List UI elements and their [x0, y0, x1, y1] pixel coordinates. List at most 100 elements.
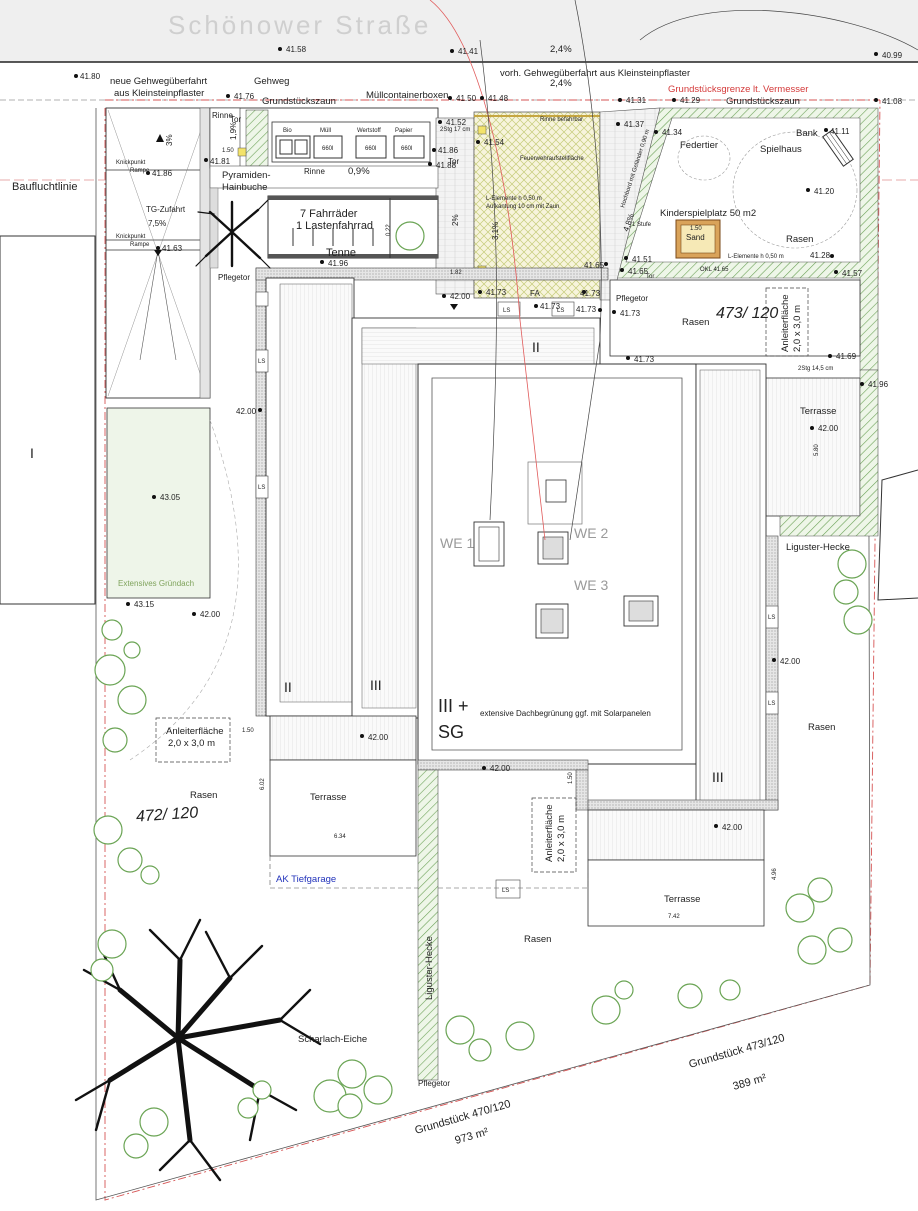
svg-text:4.96: 4.96 — [772, 868, 778, 880]
svg-text:1,9%: 1,9% — [229, 122, 238, 140]
svg-text:Aufkantung 10 cm mit Zaun: Aufkantung 10 cm mit Zaun — [486, 204, 559, 210]
svg-text:41.73: 41.73 — [580, 289, 601, 298]
svg-text:41.81: 41.81 — [210, 157, 231, 166]
svg-text:Scharlach-Eiche: Scharlach-Eiche — [298, 1034, 367, 1045]
svg-text:41.28: 41.28 — [810, 251, 831, 260]
svg-text:Müllcontainerboxen: Müllcontainerboxen — [366, 90, 448, 101]
tree-hornbeam-icon — [195, 199, 271, 269]
svg-text:41.65: 41.65 — [628, 267, 649, 276]
svg-text:1.50: 1.50 — [222, 148, 234, 154]
svg-text:7 Fahrräder: 7 Fahrräder — [300, 208, 358, 220]
svg-text:Terrasse: Terrasse — [800, 406, 836, 417]
svg-text:2Stg 17 cm: 2Stg 17 cm — [440, 127, 470, 133]
svg-text:41.31: 41.31 — [626, 96, 647, 105]
green-roof-label: Extensives Gründach — [118, 579, 194, 588]
svg-text:41.96: 41.96 — [868, 380, 889, 389]
svg-text:AK Tiefgarage: AK Tiefgarage — [276, 874, 336, 885]
svg-text:Papier: Papier — [395, 128, 412, 134]
svg-text:41.58: 41.58 — [286, 45, 307, 54]
svg-text:41.11: 41.11 — [830, 127, 850, 136]
svg-text:II: II — [532, 339, 540, 355]
svg-text:41.73: 41.73 — [620, 309, 641, 318]
svg-text:41.48: 41.48 — [488, 94, 509, 103]
svg-text:41.63: 41.63 — [162, 244, 183, 253]
svg-text:41.20: 41.20 — [814, 187, 835, 196]
svg-text:660l: 660l — [322, 146, 333, 152]
svg-text:7.42: 7.42 — [668, 914, 680, 920]
svg-text:vorh. Gehwegüberfahrt aus Klei: vorh. Gehwegüberfahrt aus Kleinsteinpfla… — [500, 68, 690, 79]
svg-text:Anleiterfläche: Anleiterfläche — [544, 804, 555, 862]
svg-text:2,0 x 3,0 m: 2,0 x 3,0 m — [556, 815, 567, 862]
terrace-bottom — [587, 809, 765, 861]
svg-text:1.50: 1.50 — [568, 772, 574, 784]
svg-text:OKL 41.65: OKL 41.65 — [700, 267, 729, 273]
neighbour-left-floors: I — [30, 445, 34, 461]
svg-text:2,0 x 3,0 m: 2,0 x 3,0 m — [792, 305, 803, 352]
svg-text:41.51: 41.51 — [632, 255, 653, 264]
svg-text:II: II — [284, 679, 292, 695]
svg-text:3%: 3% — [165, 134, 174, 146]
svg-text:6.34: 6.34 — [334, 834, 346, 840]
svg-text:WE 3: WE 3 — [574, 577, 608, 593]
arrow-icon — [450, 304, 458, 310]
svg-text:Sand: Sand — [686, 233, 705, 242]
svg-text:41.80: 41.80 — [80, 72, 101, 81]
svg-text:40.99: 40.99 — [882, 51, 903, 60]
property-line — [104, 99, 881, 1201]
svg-text:Rinne befahrbar: Rinne befahrbar — [540, 117, 583, 123]
svg-text:LS: LS — [258, 359, 265, 365]
svg-text:Rasen: Rasen — [524, 934, 551, 945]
building — [255, 267, 779, 811]
svg-text:41.54: 41.54 — [484, 138, 505, 147]
svg-text:Rinne: Rinne — [304, 167, 325, 176]
svg-text:Gehweg: Gehweg — [254, 76, 289, 87]
svg-text:42.00: 42.00 — [236, 407, 257, 416]
svg-text:III +: III + — [438, 696, 469, 716]
svg-text:Rampe: Rampe — [130, 242, 150, 248]
svg-text:Grundstücksgrenze lt. Vermesse: Grundstücksgrenze lt. Vermesser — [668, 84, 808, 95]
svg-text:3,1%: 3,1% — [491, 222, 500, 240]
svg-text:Tor: Tor — [448, 157, 459, 166]
svg-text:472/ 120: 472/ 120 — [135, 804, 198, 825]
svg-text:Terrasse: Terrasse — [664, 894, 700, 905]
svg-text:2%: 2% — [451, 214, 460, 226]
svg-text:41.73: 41.73 — [486, 288, 507, 297]
svg-text:42.00: 42.00 — [490, 764, 511, 773]
svg-text:Rasen: Rasen — [808, 722, 835, 733]
svg-text:41.88: 41.88 — [436, 161, 457, 170]
sandbox — [675, 219, 721, 259]
svg-text:1 Lastenfahrrad: 1 Lastenfahrrad — [296, 220, 373, 232]
svg-text:Pflegetor: Pflegetor — [616, 294, 648, 303]
svg-text:42.00: 42.00 — [200, 610, 221, 619]
svg-text:2Stg 14,5 cm: 2Stg 14,5 cm — [798, 366, 833, 372]
svg-text:Hainbuche: Hainbuche — [222, 182, 267, 193]
bin-bio — [275, 135, 311, 159]
svg-text:Rasen: Rasen — [786, 234, 813, 245]
shrubs — [90, 221, 873, 1159]
svg-text:41.73: 41.73 — [576, 305, 597, 314]
svg-text:aus Kleinsteinpflaster: aus Kleinsteinpflaster — [114, 88, 204, 99]
svg-text:Müll: Müll — [320, 128, 331, 134]
svg-text:41.08: 41.08 — [882, 97, 903, 106]
svg-text:SG: SG — [438, 722, 464, 742]
svg-text:L-Elemente h 0,50 m: L-Elemente h 0,50 m — [486, 196, 542, 202]
svg-text:43.15: 43.15 — [134, 600, 155, 609]
terrace-left — [269, 715, 417, 761]
svg-text:41.34: 41.34 — [662, 128, 683, 137]
svg-text:neue Gehwegüberfahrt: neue Gehwegüberfahrt — [110, 76, 208, 87]
svg-text:WE 1: WE 1 — [440, 535, 474, 551]
svg-text:660l: 660l — [401, 146, 412, 152]
svg-text:LS: LS — [768, 615, 775, 621]
svg-text:FA: FA — [530, 289, 540, 298]
svg-text:L-Elemente h 0,50 m: L-Elemente h 0,50 m — [728, 254, 784, 260]
svg-text:41.73: 41.73 — [634, 355, 655, 364]
svg-text:Pflegetor: Pflegetor — [418, 1079, 450, 1088]
svg-text:Bio: Bio — [283, 128, 292, 134]
green-roof — [106, 407, 211, 599]
svg-text:WE 2: WE 2 — [574, 525, 608, 541]
svg-text:973 m²: 973 m² — [454, 1126, 491, 1147]
svg-text:extensive Dachbegrünung ggf. m: extensive Dachbegrünung ggf. mit Solarpa… — [480, 709, 651, 718]
svg-text:III: III — [712, 769, 724, 785]
svg-text:2,0 x 3,0 m: 2,0 x 3,0 m — [168, 738, 215, 749]
street-name: Schönower Straße — [168, 10, 431, 40]
